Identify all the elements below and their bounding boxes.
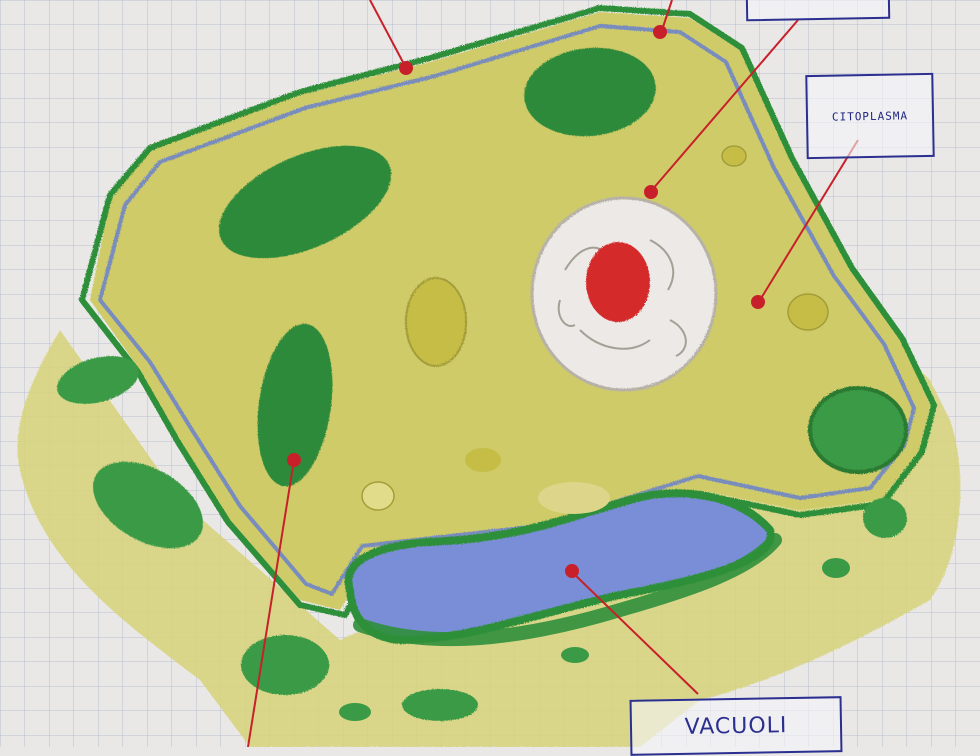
chloroplast-7 <box>241 635 329 695</box>
pointer-vacuole-dot <box>566 565 578 577</box>
organelle-yellow-3 <box>465 448 501 472</box>
chloroplast-12 <box>339 703 371 721</box>
organelle-yellow-5 <box>722 146 746 166</box>
pointer-membrane-dot <box>654 26 666 38</box>
chloroplast-10 <box>822 558 850 578</box>
pointer-wall-dot <box>400 62 412 74</box>
organelle-yellow-6 <box>538 482 610 514</box>
organelle-yellow-1 <box>406 278 466 366</box>
label-vacuoli-text: VACUOLI <box>684 713 787 740</box>
organelle-yellow-4 <box>788 294 828 330</box>
pointer-chloroplast-dot <box>288 454 300 466</box>
nucleolus <box>586 242 650 322</box>
label-box-citoplasma: CITOPLASMA <box>805 73 934 159</box>
chloroplast-11 <box>561 647 589 663</box>
pointer-nucleus-dot <box>645 186 657 198</box>
label-box-top <box>746 0 890 21</box>
pointer-cytoplasm-dot <box>752 296 764 308</box>
label-citoplasma-text: CITOPLASMA <box>832 109 908 123</box>
chloroplast-8 <box>402 689 478 721</box>
organelle-yellow-2 <box>362 482 394 510</box>
chloroplast-4 <box>810 388 906 472</box>
chloroplast-9 <box>863 498 907 538</box>
